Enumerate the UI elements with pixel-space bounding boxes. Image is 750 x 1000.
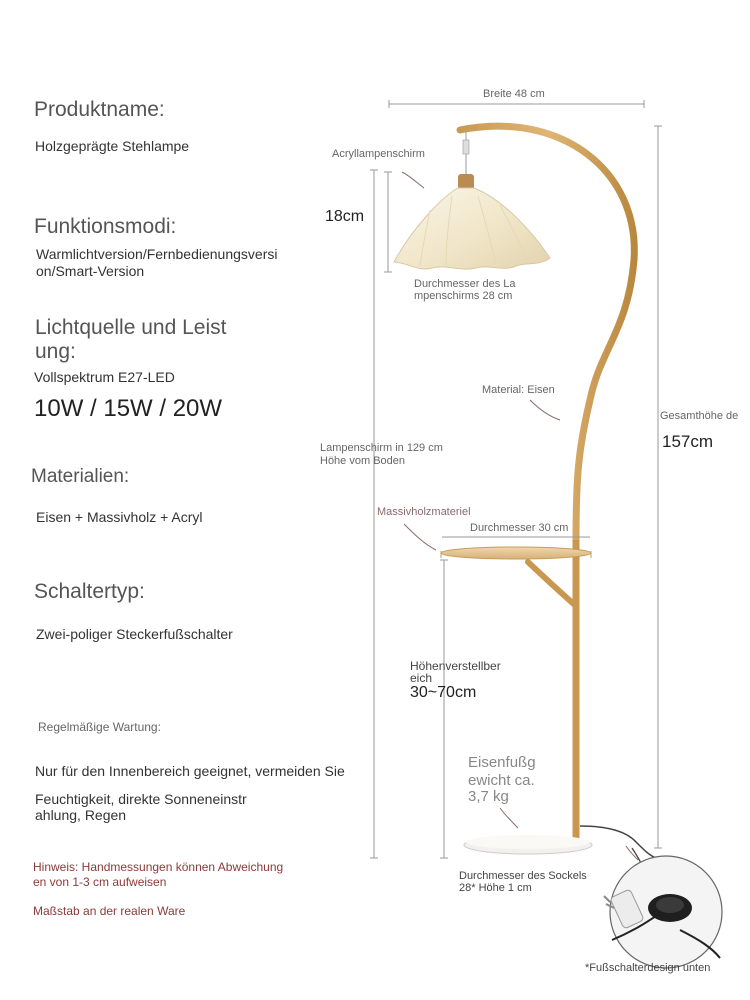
acryl-label: Acryllampenschirm (332, 148, 425, 160)
shade-height-dimension-line (384, 171, 392, 273)
side-table (440, 546, 592, 560)
power-cord (579, 825, 661, 861)
table-diameter-label: Durchmesser 30 cm (470, 522, 569, 534)
produktname-label: Produktname: (34, 98, 165, 121)
lichtquelle-value: Vollspektrum E27-LED (34, 369, 175, 385)
funktion-label: Funktionsmodi: (34, 215, 177, 238)
funktion-value-line2: on/Smart-Version (36, 263, 145, 279)
wartung-label: Regelmäßige Wartung: (38, 720, 161, 734)
width-dimension-line (388, 100, 645, 108)
lichtquelle-label-line1: Lichtquelle und Leist (35, 316, 227, 339)
shade-height-label: 18cm (325, 208, 365, 225)
hinweis-line1: Hinweis: Handmessungen können Abweichung (33, 860, 284, 874)
width-label: Breite 48 cm (483, 88, 545, 100)
cord-connector (462, 139, 470, 155)
lampshade-height-line2: Höhe vom Boden (320, 455, 405, 467)
base-diameter-line2: 28* Höhe 1 cm (459, 882, 532, 894)
lamp-arc-pole (456, 122, 638, 844)
shade-diameter-line1: Durchmesser des La (414, 278, 516, 290)
lampshade-floor-dimension-line (370, 169, 378, 859)
total-height-dimension-line (654, 125, 662, 849)
hinweis-line2: en von 1-3 cm aufweisen (33, 875, 167, 889)
total-height-label: Gesamthöhe de (660, 410, 739, 422)
shade-diameter-line2: mpenschirms 28 cm (414, 290, 513, 302)
massstab-note: Maßstab an der realen Ware (33, 904, 186, 918)
produktname-value: Holzgeprägte Stehlampe (35, 138, 190, 154)
pointer-markers (401, 171, 639, 861)
funktion-value-line1: Warmlichtversion/Fernbedienungsversi (36, 246, 278, 262)
materialien-value: Eisen + Massivholz + Acryl (36, 509, 203, 525)
adjustable-height-line1: Höhenverstellber (410, 659, 501, 673)
base-weight-line2: ewicht ca. (468, 772, 535, 789)
schaltertyp-value: Zwei-poliger Steckerfußschalter (36, 626, 233, 642)
plug-icon (610, 889, 644, 929)
massivholz-label: Massivholzmateriel (377, 506, 471, 518)
acrylic-lampshade (393, 187, 551, 270)
materialien-label: Materialien: (31, 466, 130, 487)
footswitch-caption: *Fußschalterdesign unten (585, 962, 711, 974)
wartung-line1: Nur für den Innenbereich geeignet, verme… (35, 763, 345, 779)
adjustable-height-dimension-line (440, 559, 448, 859)
wartung-line2: Feuchtigkeit, direkte Sonneneinstr (35, 791, 247, 807)
base-diameter-line1: Durchmesser des Sockels (459, 870, 587, 882)
lichtquelle-watt: 10W / 15W / 20W (34, 395, 223, 422)
base-weight-line1: Eisenfußg (468, 754, 536, 771)
shade-wood-cap (458, 174, 474, 190)
material-eisen-label: Material: Eisen (482, 384, 555, 396)
total-height-value: 157cm (662, 432, 714, 451)
lampshade-height-line1: Lampenschirm in 129 cm (320, 442, 443, 454)
adjustable-height-line2: eich (410, 671, 433, 685)
table-bracket (525, 559, 579, 609)
base-weight-line3: 3,7 kg (468, 788, 509, 805)
wartung-line3: ahlung, Regen (35, 807, 127, 823)
lichtquelle-label-line2: ung: (35, 340, 76, 363)
adjustable-height-value: 30~70cm (410, 684, 477, 701)
schaltertyp-label: Schaltertyp: (34, 580, 145, 603)
